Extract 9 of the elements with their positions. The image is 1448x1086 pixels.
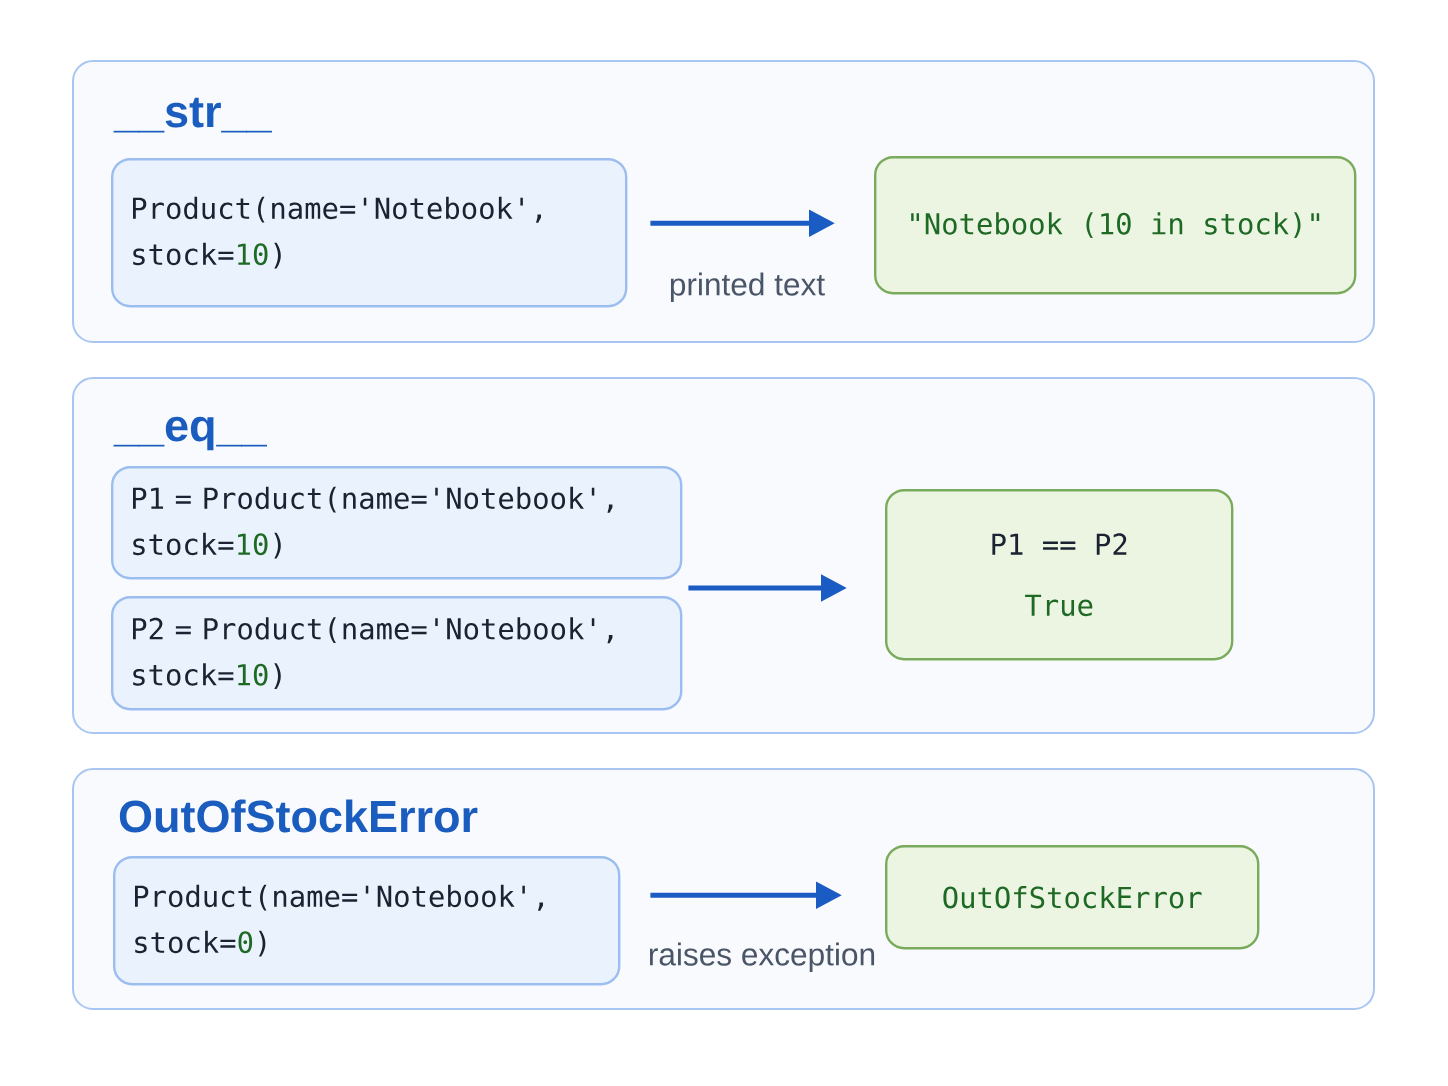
edge-label: raises exception [645, 940, 879, 974]
code-box: Product(name='Notebook', stock=0) [113, 856, 621, 986]
code-box: P1 = Product(name='Notebook', stock=10) [111, 466, 683, 580]
edge-label: printed text [666, 270, 828, 304]
result-box: "Notebook (10 in stock)" [874, 156, 1357, 295]
result-box: P1 == P2 True [885, 489, 1234, 661]
code-box: Product(name='Notebook', stock=10) [111, 158, 628, 308]
result-box: OutOfStockError [885, 845, 1260, 950]
code-box: P2 = Product(name='Notebook', stock=10) [111, 596, 683, 711]
